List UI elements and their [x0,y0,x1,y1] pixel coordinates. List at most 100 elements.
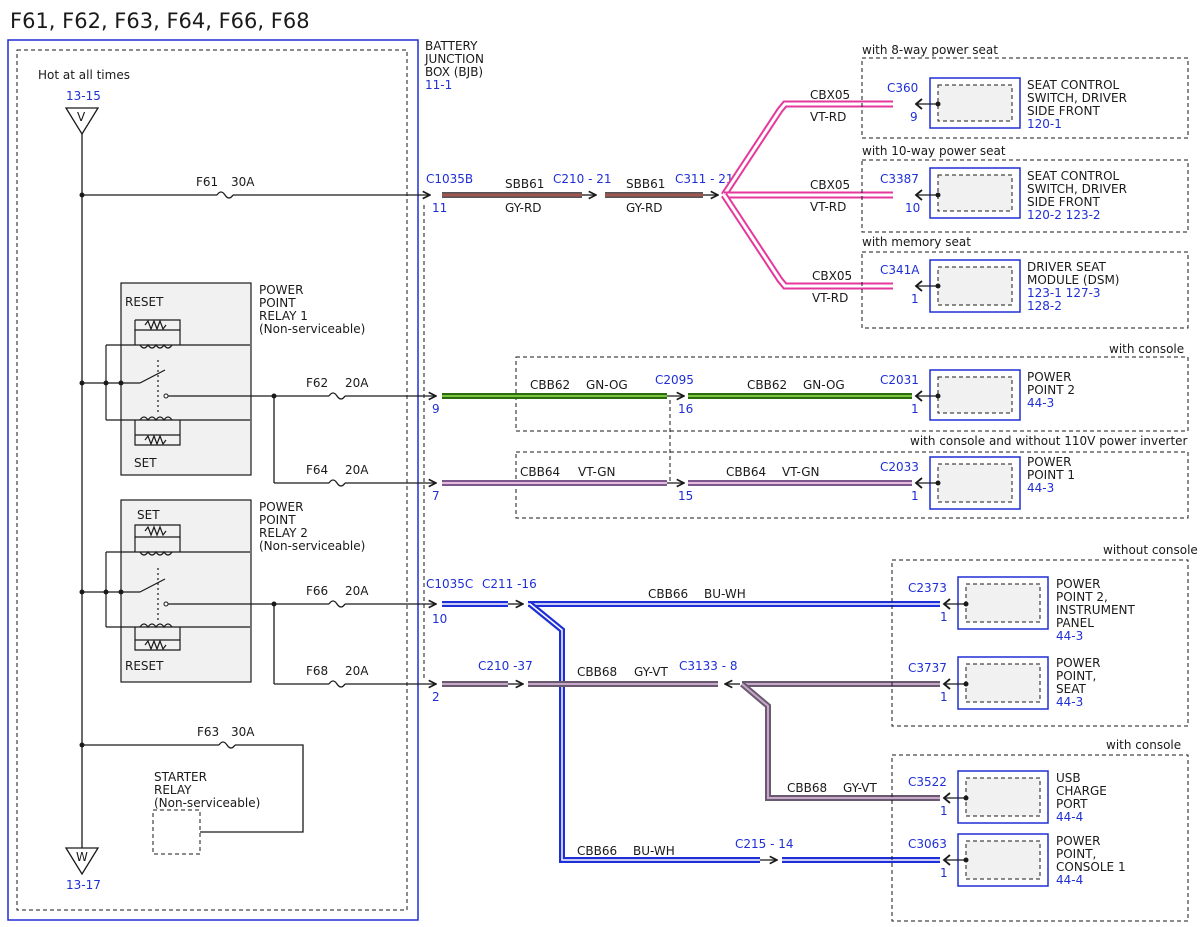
c1035b-pin: 11 [432,201,447,215]
c3737-connector-label: C3737 [908,661,947,675]
c2095-pin-b: 15 [678,489,693,503]
f62-fuse-icon [328,392,346,400]
relay2-coil-top [106,524,250,556]
c2095-pin-a: 16 [678,402,693,416]
relay1-name-4: (Non-serviceable) [259,322,365,336]
f66-name: F66 [306,584,328,598]
relay2-name-2: POINT [259,513,296,527]
relay2-coil-bottom [106,623,250,651]
splice-v-letter: V [77,110,86,124]
c3063-name-line: POINT, [1056,847,1096,861]
opt-10way-label: with 10-way power seat [862,144,1006,158]
f64-fuse-icon [328,479,346,487]
relay1-name-1: POWER [259,283,303,297]
c341a-pin-label: 1 [911,292,919,306]
c2031-pin-label: 1 [911,402,919,416]
c3522-body [965,777,1041,817]
cbx05-2-circuit: CBX05 [810,178,850,192]
c3522-arrow [942,792,951,804]
c2373-name-line: INSTRUMENT [1056,603,1135,617]
bjb-name-1: BATTERY [425,39,478,53]
cbb62-a-color: GN-OG [586,378,628,392]
c1035c-label: C1035C [426,577,473,591]
c3522-pin-label: 1 [940,804,948,818]
bjb-ref: 11-1 [425,78,452,92]
starter-name-1: STARTER [154,770,207,784]
sbb61-a-circuit: SBB61 [505,177,544,191]
bjb-name-2: JUNCTION [424,52,484,66]
opt-console2-label: with console [1106,738,1181,752]
c3387-outline [929,167,1021,219]
c2373-outline [957,576,1049,630]
c3737-name-line: SEAT [1056,682,1086,696]
c2373-name-line: POWER [1056,577,1100,591]
c341a-refs-2: 128-2 [1027,299,1062,313]
c360-outline [929,77,1021,129]
cbx05-3-color: VT-RD [812,291,848,305]
c2095-label: C2095 [655,373,694,387]
opt-10way-box [861,159,1189,233]
splice-w-triangle [64,847,100,876]
cbb66-harness [528,601,940,863]
cbb64-b-color: VT-GN [782,465,819,479]
f63-name: F63 [197,725,219,739]
c211-16-label: C211 -16 [482,577,537,591]
c2033-arrow [914,477,923,489]
sbb61-a-color: GY-RD [505,201,542,215]
relay1-box [120,282,252,476]
f66-fuse-icon [328,600,346,608]
f63-wire-right [200,744,304,833]
c2373-connector-label: C2373 [908,581,947,595]
c210-21-label: C210 - 21 [553,172,612,186]
top-ref: 13-15 [66,89,101,103]
c3737-refs: 44-3 [1056,695,1083,709]
c2373-pin-label: 1 [940,610,948,624]
c2373-name-line: POINT 2, [1056,590,1108,604]
bjb-outline [7,39,419,921]
opt-no-console-label: without console [1103,543,1198,557]
c3387-connector-label: C3387 [880,172,919,186]
c311-21-label: C311 - 21 [675,172,734,186]
opt-console-no-inverter-label: with console and without 110V power inve… [910,434,1188,448]
c360-refs: 120-1 [1027,117,1062,131]
c3522-name-line: USB [1056,771,1081,785]
f63-fuse-icon [218,741,236,749]
c3387-arrow [914,189,923,201]
c2031-outline [929,369,1021,421]
f68-rating: 20A [345,664,369,678]
f61-fuse-icon [216,191,234,199]
c3387-pin-label: 10 [905,201,920,215]
c360-name-line: SEAT CONTROL [1027,78,1120,92]
opt-no-console-box [891,559,1189,727]
c215-14-label: C215 - 14 [735,837,794,851]
pin7: 7 [432,489,440,503]
c3387-name-line: SWITCH, DRIVER [1027,182,1127,196]
f62-rating: 20A [345,376,369,390]
sbb61-b-circuit: SBB61 [626,177,665,191]
opt-8way-box [861,57,1189,139]
c2031-name-line: POINT 2 [1027,383,1075,397]
f62-name: F62 [306,376,328,390]
c210-37-label: C210 -37 [478,659,533,673]
cbb66-a-color: BU-WH [704,587,746,601]
c341a-body [937,266,1013,306]
relay2-junction-1 [103,589,109,595]
c3737-pin-label: 1 [940,690,948,704]
relay1-coil-bottom [106,416,250,446]
c3063-refs: 44-4 [1056,873,1083,887]
splice-v-triangle [64,107,100,136]
relay1-name-3: RELAY 1 [259,309,308,323]
bottom-ref: 13-17 [66,878,101,892]
relay2-name-4: (Non-serviceable) [259,539,365,553]
c2033-name-line: POINT 1 [1027,468,1075,482]
c360-connector-label: C360 [887,81,918,95]
c2373-name-line: PANEL [1056,616,1094,630]
cbb62-b-circuit: CBB62 [747,378,787,392]
c3522-name-line: CHARGE [1056,784,1107,798]
c3522-pin-dot [963,795,969,801]
cbb68-a-circuit: CBB68 [577,665,617,679]
cbb64-b-circuit: CBB64 [726,465,766,479]
cbb66-a-circuit: CBB66 [648,587,688,601]
c3133-8-label: C3133 - 8 [679,659,738,673]
cbb62-a-circuit: CBB62 [530,378,570,392]
